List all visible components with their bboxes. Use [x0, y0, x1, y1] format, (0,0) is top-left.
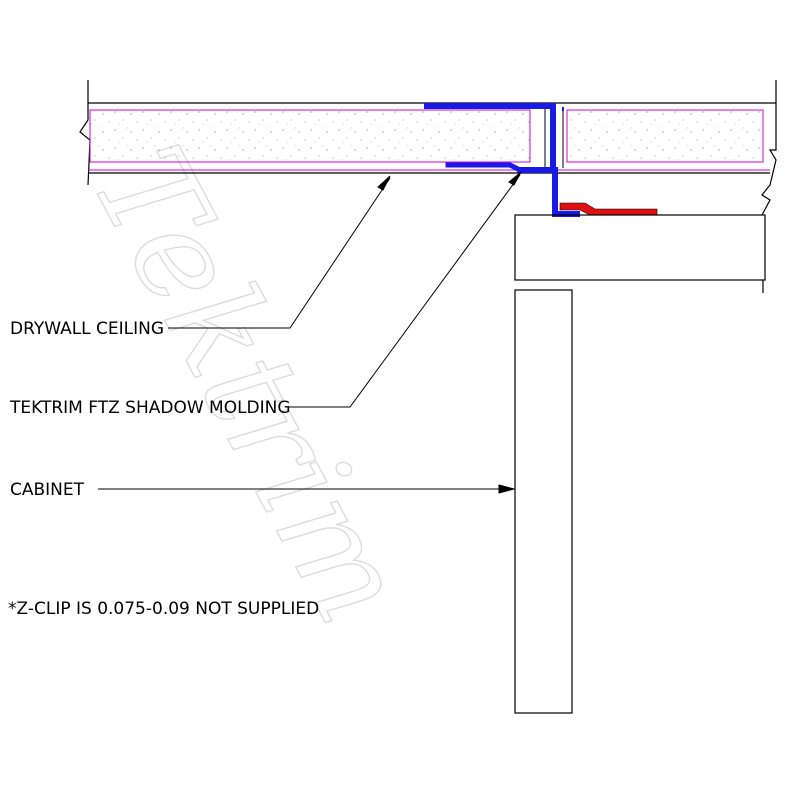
shadow-molding: [424, 103, 580, 217]
leader-molding: [285, 171, 522, 408]
cabinet-side: [514, 289, 573, 714]
watermark: Tektrim: [63, 123, 437, 646]
drywall-board-left: [89, 109, 531, 163]
label-shadow-molding: TEKTRIM FTZ SHADOW MOLDING: [9, 398, 291, 418]
cabinet-top: [514, 214, 766, 281]
leader-cabinet: [98, 484, 516, 494]
drywall-board-right: [566, 109, 764, 163]
label-cabinet: CABINET: [10, 480, 85, 500]
label-drywall-ceiling: DRYWALL CEILING: [10, 319, 164, 339]
note-z-clip: *Z-CLIP IS 0.075-0.09 NOT SUPPLIED: [8, 599, 319, 619]
joint-lines: [544, 108, 564, 168]
leader-drywall: [168, 175, 391, 329]
